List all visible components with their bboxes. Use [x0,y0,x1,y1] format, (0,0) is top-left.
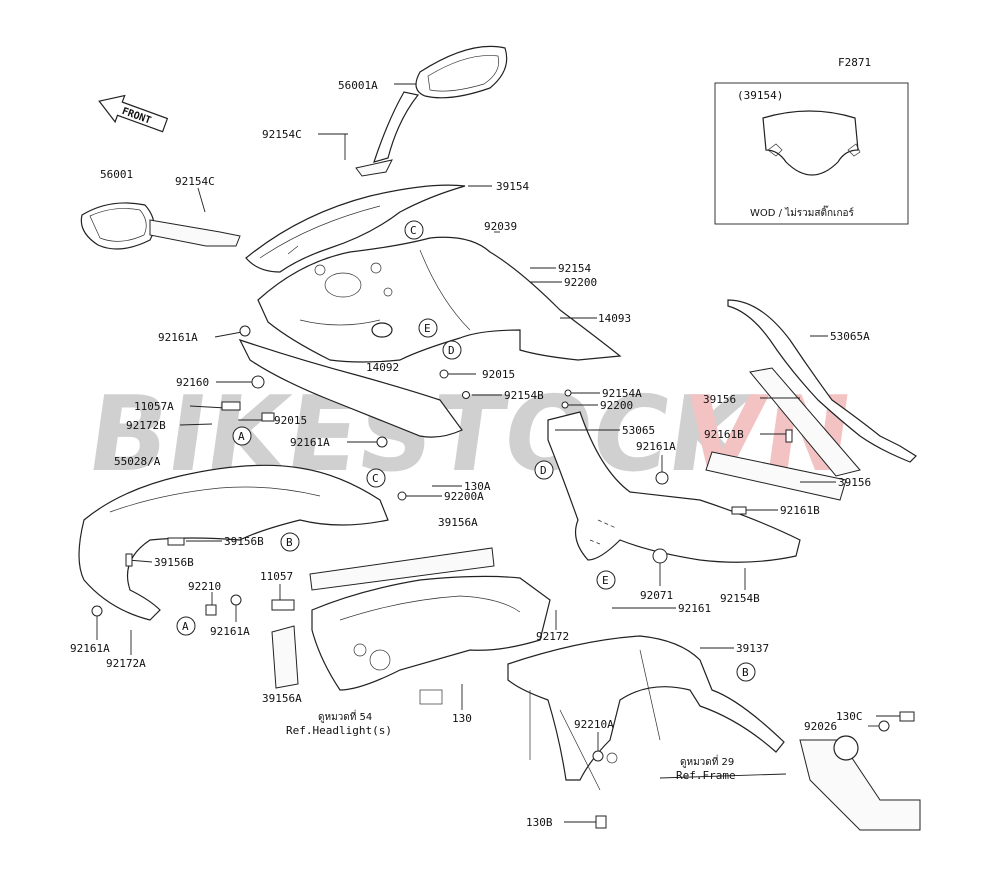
label-92200A: 92200A [444,490,484,503]
label-92154C-2: 92154C [175,175,215,188]
label-39156B-2: 39156B [154,556,194,569]
label-130: 130 [452,712,472,725]
label-92172: 92172 [536,630,569,643]
label-39156A: 39156A [438,516,478,529]
strip-39156A [309,547,495,591]
label-92172B: 92172B [126,419,166,432]
label-92154B-2: 92154B [720,592,760,605]
mirror-left-56001 [80,202,241,250]
label-92026: 92026 [804,720,837,733]
grommet-14092 [371,322,393,338]
ref-frame-line1: ดูหมวดที่ 29 [680,754,734,768]
part-labels: 56001A 92154C 56001 92154C 39154 92039 9… [70,79,871,829]
side-panel-53065A [727,299,917,463]
reference-notes: ดูหมวดที่ 54 Ref.Headlight(s) ดูหมวดที่ … [286,709,736,782]
label-39156B: 39156B [224,535,264,548]
headlight-assembly [311,575,551,705]
label-92161A-5: 92161A [70,642,110,655]
label-92161A: 92161A [158,331,198,344]
inset-box: (39154) WOD / ไม่รวมสติ๊กเกอร์ [714,82,909,225]
strip-39156-b [705,451,847,501]
label-39156A-2: 39156A [262,692,302,705]
frame-39137 [507,635,921,831]
label-92154: 92154 [558,262,591,275]
label-39137: 39137 [736,642,769,655]
ref-headlight-line1: ดูหมวดที่ 54 [318,709,372,723]
label-55028A: 55028/A [114,455,161,468]
leader-lines [96,83,900,823]
label-92015-2: 92015 [274,414,307,427]
label-92161A-2: 92161A [290,436,330,449]
ref-headlight-line2: Ref.Headlight(s) [286,724,392,737]
callout-C-2: C [372,472,379,485]
label-56001A: 56001A [338,79,378,92]
callout-E-2: E [602,574,609,587]
label-92015: 92015 [482,368,515,381]
callout-B-2: B [742,666,749,679]
label-53065: 53065 [622,424,655,437]
callout-B-1: B [286,536,293,549]
frame-main-partial [799,739,921,831]
windshield-39154 [245,184,466,273]
label-39156: 39156 [703,393,736,406]
hardware [91,325,915,829]
label-39154: 39154 [496,180,529,193]
label-92161B-2: 92161B [780,504,820,517]
label-92039: 92039 [484,220,517,233]
callout-A-2: A [182,620,189,633]
label-92161B: 92161B [704,428,744,441]
label-92161: 92161 [678,602,711,615]
strip-39156A-2 [271,625,299,689]
label-92161A-4: 92161A [210,625,250,638]
upper-cowl-14093 [257,236,622,363]
label-56001: 56001 [100,168,133,181]
label-92172A: 92172A [106,657,146,670]
figure-code: F2871 [838,56,871,69]
label-130B: 130B [526,816,553,829]
label-92154A: 92154A [602,387,642,400]
mirror-right-56001A [355,45,508,177]
label-53065A: 53065A [830,330,870,343]
label-92154B: 92154B [504,389,544,402]
inset-title: (39154) [737,89,783,102]
label-92200-2: 92200 [600,399,633,412]
callout-circles: C E D A C D B A E B [176,220,756,682]
label-92154C: 92154C [262,128,302,141]
label-14092: 14092 [366,361,399,374]
callout-D-2: D [540,464,547,477]
label-39156-2: 39156 [838,476,871,489]
label-130A: 130A [464,480,491,493]
label-11057: 11057 [260,570,293,583]
inset-caption: WOD / ไม่รวมสติ๊กเกอร์ [750,205,855,219]
label-92161A-3: 92161A [636,440,676,453]
label-92200: 92200 [564,276,597,289]
strip-39156-a [749,367,861,477]
label-92210: 92210 [188,580,221,593]
callout-C-1: C [410,224,417,237]
label-14093: 14093 [598,312,631,325]
callout-E-1: E [424,322,431,335]
label-11057A: 11057A [134,400,174,413]
label-92071: 92071 [640,589,673,602]
front-arrow: FRONT [98,94,169,133]
inner-panel [238,338,463,438]
callout-D-1: D [448,344,455,357]
label-92160: 92160 [176,376,209,389]
lower-cowl-55028 [78,464,389,621]
side-panel-53065 [547,411,801,563]
ref-frame-line2: Ref.Frame [676,769,736,782]
callout-A-1: A [238,430,245,443]
label-92210A: 92210A [574,718,614,731]
label-130C: 130C [836,710,863,723]
